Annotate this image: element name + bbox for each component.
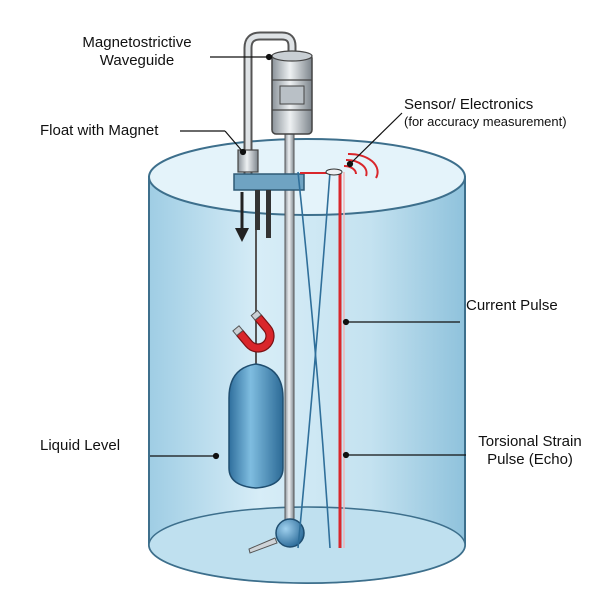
label-waveguide-line1: Magnetostrictive xyxy=(82,34,192,51)
waveguide-tube xyxy=(243,31,297,175)
tank-top-ellipse xyxy=(148,138,466,216)
label-current-pulse: Current Pulse xyxy=(466,297,558,314)
label-waveguide-line2: Waveguide xyxy=(99,52,175,69)
label-torsional-line1: Torsional Strain xyxy=(478,433,582,450)
current-pulse-line xyxy=(300,168,345,548)
mounting-bracket xyxy=(233,149,305,238)
probe-rod xyxy=(284,131,295,531)
bottom-ball xyxy=(248,518,305,554)
sensor-head xyxy=(271,50,313,135)
tank xyxy=(148,138,466,584)
label-waveguide: Magnetostrictive Waveguide xyxy=(64,34,210,70)
leader-lines xyxy=(150,53,466,460)
magnet-icon xyxy=(232,309,275,353)
label-liquid-level: Liquid Level xyxy=(40,437,121,454)
label-torsional: Torsional Strain Pulse (Echo) xyxy=(462,433,598,469)
down-arrow-icon xyxy=(235,192,249,242)
tank-bottom-ellipse xyxy=(148,506,466,584)
label-sensor-line1: Sensor/ Electronics xyxy=(404,96,534,113)
label-sensor: Sensor/ Electronics (for accuracy measur… xyxy=(404,96,567,130)
label-torsional-line2: Pulse (Echo) xyxy=(487,451,573,468)
signal-waves-icon xyxy=(343,152,379,179)
label-sensor-line2: (for accuracy measurement) xyxy=(404,114,567,129)
float xyxy=(228,363,284,489)
label-float: Float with Magnet xyxy=(40,122,159,139)
torsional-wave xyxy=(297,171,331,549)
